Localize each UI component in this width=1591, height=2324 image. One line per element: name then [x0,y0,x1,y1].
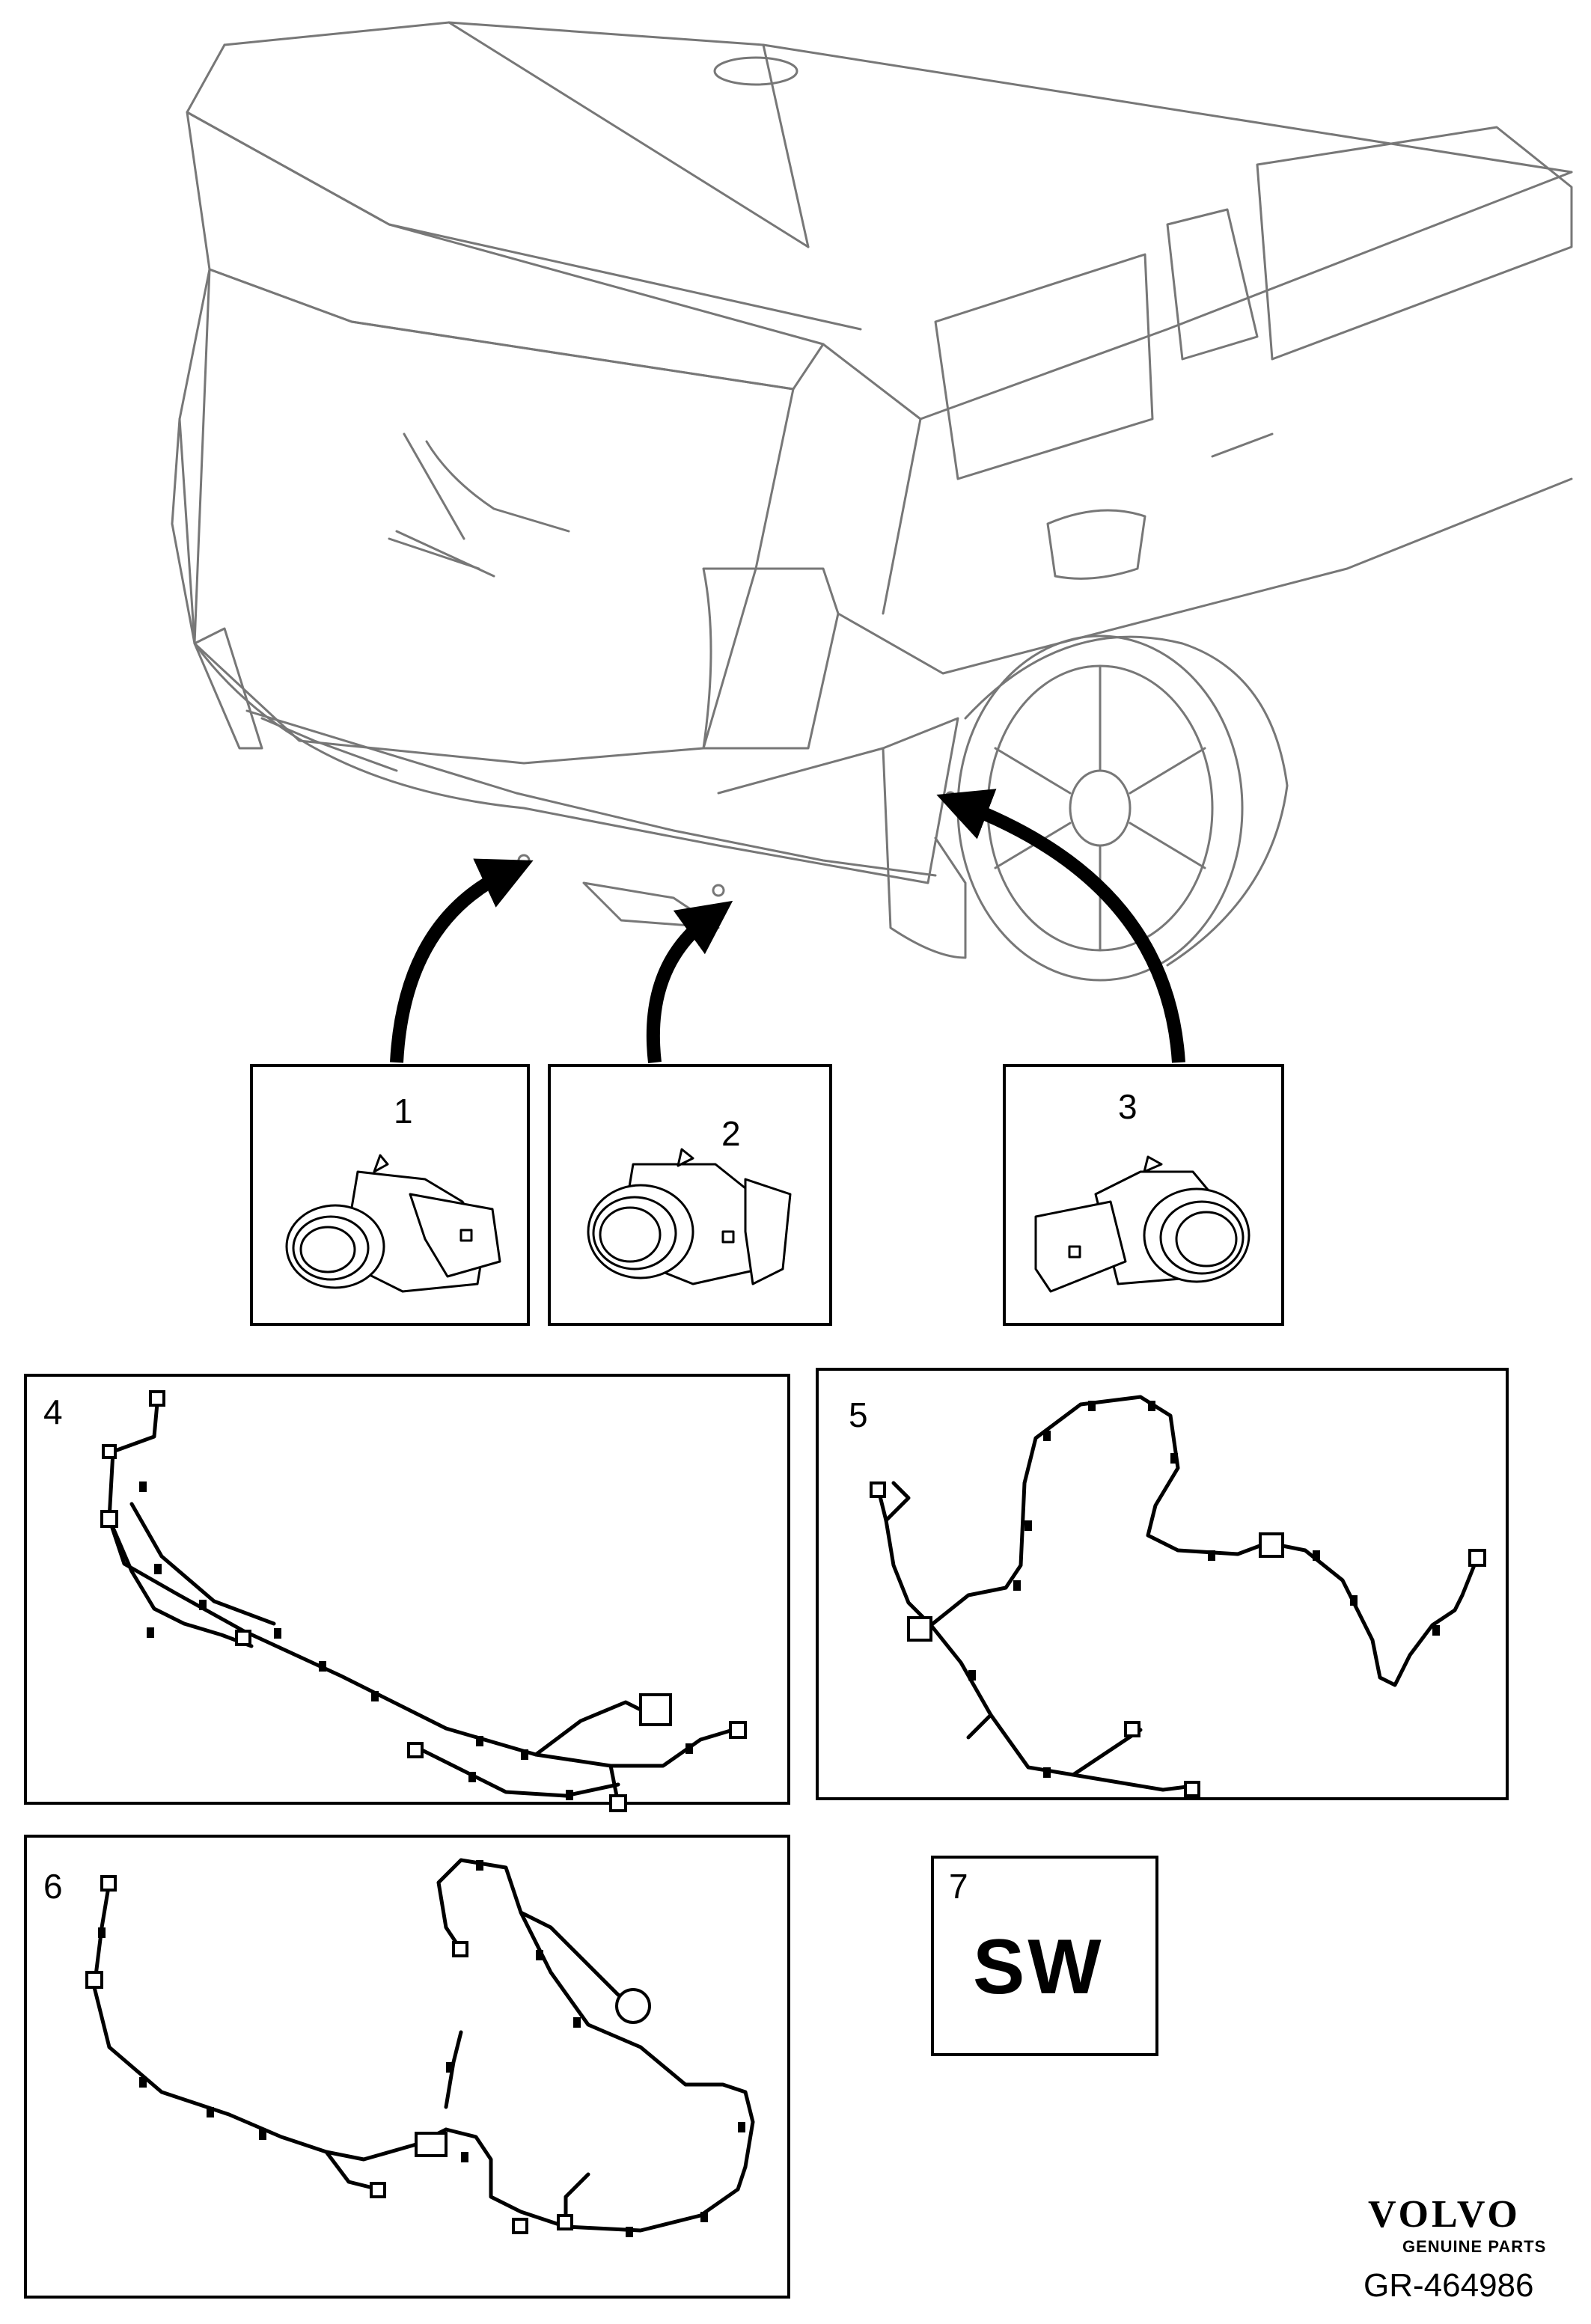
arrow-2 [646,900,733,1064]
parking-sensor-icon [1034,1155,1250,1293]
part-box-7: 7 SW [931,1856,1158,2056]
car-rear-illustration [171,21,1573,982]
part-box-2: 2 [548,1064,832,1326]
wiring-harness-icon [870,1395,1486,1797]
brand-tagline: GENUINE PARTS [1402,2237,1547,2256]
callout-number-2: 2 [721,1114,741,1153]
brand-logo: VOLVO [1368,2193,1521,2236]
callout-number-5: 5 [849,1395,868,1434]
arrow-1 [390,858,534,1063]
callout-number-6: 6 [43,1867,63,1906]
parking-sensor-icon [587,1148,792,1285]
arrow-3 [936,789,1185,1063]
part-box-5: 5 [816,1368,1509,1800]
callout-arrows [390,789,1185,1064]
parking-sensor-icon [285,1154,501,1293]
figure-reference: GR-464986 [1364,2267,1534,2304]
part-box-3: 3 [1003,1064,1284,1326]
callout-number-3: 3 [1118,1087,1137,1126]
callout-number-7: 7 [949,1867,968,1906]
part-box-6: 6 [24,1835,790,2299]
callout-number-4: 4 [43,1392,63,1431]
wiring-harness-icon [100,1390,747,1812]
part-box-4: 4 [24,1374,790,1812]
wiring-harness-icon [85,1858,755,2237]
software-label: SW [973,1924,1105,2010]
callout-number-1: 1 [394,1092,413,1131]
part-box-1: 1 [250,1064,530,1326]
